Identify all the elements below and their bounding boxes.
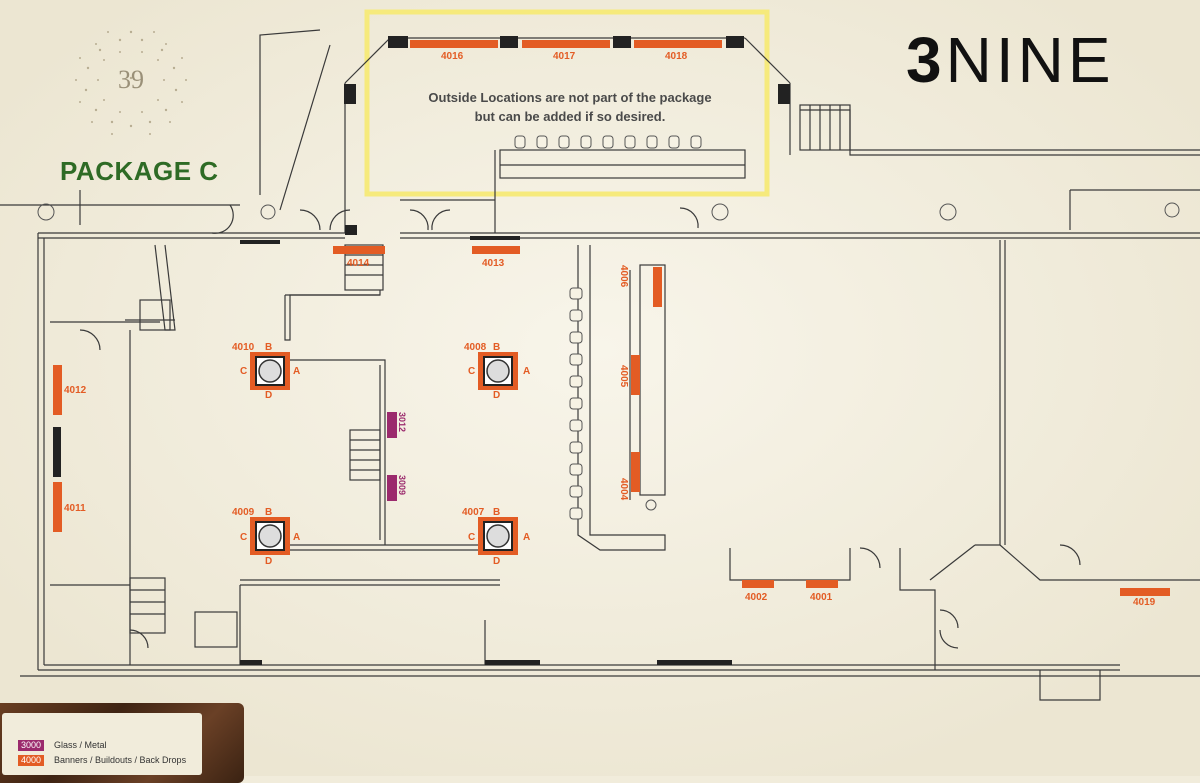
label-4001: 4001 xyxy=(810,592,833,603)
side-a: A xyxy=(523,532,530,543)
location-labels: 4016 4017 4018 4014 4013 4012 4011 4010 … xyxy=(64,51,1156,608)
label-4002: 4002 xyxy=(745,592,768,603)
side-b: B xyxy=(265,507,272,518)
banner-4005[interactable] xyxy=(631,355,640,395)
column-4010[interactable] xyxy=(250,352,290,390)
side-d: D xyxy=(493,556,500,567)
banner-4011[interactable] xyxy=(53,482,62,532)
label-3009: 3009 xyxy=(397,475,407,495)
bar-stools xyxy=(514,135,702,520)
column-4008[interactable] xyxy=(478,352,518,390)
label-4014: 4014 xyxy=(347,258,370,269)
side-d: D xyxy=(265,556,272,567)
side-b: B xyxy=(493,507,500,518)
note-line-2: but can be added if so desired. xyxy=(474,109,666,124)
banner-4018[interactable] xyxy=(634,40,722,48)
side-b: B xyxy=(493,342,500,353)
outside-locations-highlight xyxy=(364,9,770,197)
brand-logo-number: 3 xyxy=(906,24,946,96)
banner-4014[interactable] xyxy=(333,246,385,254)
banner-4002[interactable] xyxy=(742,580,774,588)
side-a: A xyxy=(523,366,530,377)
label-4012: 4012 xyxy=(64,385,87,396)
banner-4013[interactable] xyxy=(472,246,520,254)
side-a: A xyxy=(293,366,300,377)
banner-4004[interactable] xyxy=(631,452,640,492)
label-4006: 4006 xyxy=(618,265,629,288)
side-a: A xyxy=(293,532,300,543)
banner-4016[interactable] xyxy=(410,40,498,48)
legend-swatch-4000: 4000 xyxy=(18,754,44,766)
legend-panel: 3000 Glass / Metal 4000 Banners / Buildo… xyxy=(0,703,244,783)
side-b: B xyxy=(265,342,272,353)
glass-3009[interactable] xyxy=(387,475,397,501)
column-4009[interactable] xyxy=(250,517,290,555)
brand-logo-word: NINE xyxy=(945,24,1115,96)
label-4010: 4010 xyxy=(232,342,255,353)
legend-row-glass: 3000 Glass / Metal xyxy=(18,739,107,751)
label-4011: 4011 xyxy=(64,503,86,514)
label-4008: 4008 xyxy=(464,342,487,353)
banner-4019[interactable] xyxy=(1120,588,1170,596)
logo-39-mark xyxy=(75,30,187,135)
side-c: C xyxy=(240,366,247,377)
side-c: C xyxy=(240,532,247,543)
banner-4006[interactable] xyxy=(653,267,662,307)
glass-3012[interactable] xyxy=(387,412,397,438)
column-4007[interactable] xyxy=(478,517,518,555)
glass-locations xyxy=(387,412,397,501)
logo-39: 39 xyxy=(118,65,144,94)
label-4004: 4004 xyxy=(618,478,629,501)
label-4005: 4005 xyxy=(618,365,629,388)
side-d: D xyxy=(265,390,272,401)
label-4018: 4018 xyxy=(665,51,688,62)
legend-row-banners: 4000 Banners / Buildouts / Back Drops xyxy=(18,754,186,766)
label-3012: 3012 xyxy=(397,412,407,432)
label-4009: 4009 xyxy=(232,507,255,518)
label-4017: 4017 xyxy=(553,51,576,62)
legend-swatch-3000: 3000 xyxy=(18,739,44,751)
side-d: D xyxy=(493,390,500,401)
side-c: C xyxy=(468,532,475,543)
round-fixtures xyxy=(37,202,1180,511)
legend-label-glass: Glass / Metal xyxy=(54,740,107,750)
banner-4012[interactable] xyxy=(53,365,62,415)
label-4019: 4019 xyxy=(1133,597,1156,608)
outside-locations-note: Outside Locations are not part of the pa… xyxy=(380,88,760,126)
dark-fixtures xyxy=(53,36,790,665)
banner-4001[interactable] xyxy=(806,580,838,588)
banner-locations xyxy=(53,40,1170,596)
note-line-1: Outside Locations are not part of the pa… xyxy=(428,90,712,105)
label-4016: 4016 xyxy=(441,51,464,62)
walls xyxy=(0,29,1200,701)
side-c: C xyxy=(468,366,475,377)
label-4007: 4007 xyxy=(462,507,485,518)
package-title: PACKAGE C xyxy=(60,156,219,186)
label-4013: 4013 xyxy=(482,258,505,269)
column-side-labels: B C A D B C A D B C A D B C A D xyxy=(240,342,530,567)
brand-logo: 3NINE xyxy=(906,28,1115,92)
banner-4017[interactable] xyxy=(522,40,610,48)
legend-label-banners: Banners / Buildouts / Back Drops xyxy=(54,755,187,765)
